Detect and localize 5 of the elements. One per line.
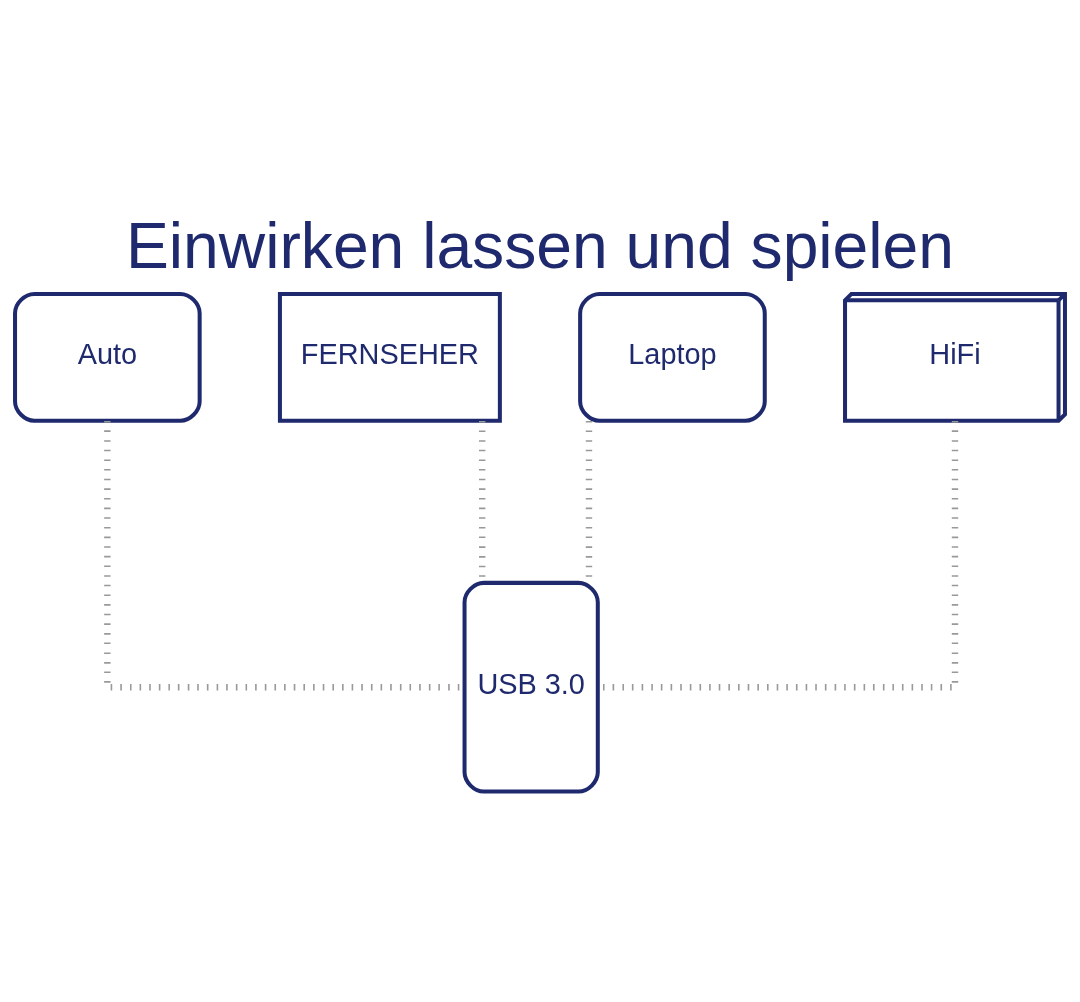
- diagram-title: Einwirken lassen und spielen: [126, 210, 954, 283]
- node-box: Laptop: [578, 291, 767, 423]
- node-box: Auto: [13, 291, 202, 423]
- node-box: USB 3.0: [462, 580, 600, 794]
- node-box: FERNSEHER: [277, 291, 502, 423]
